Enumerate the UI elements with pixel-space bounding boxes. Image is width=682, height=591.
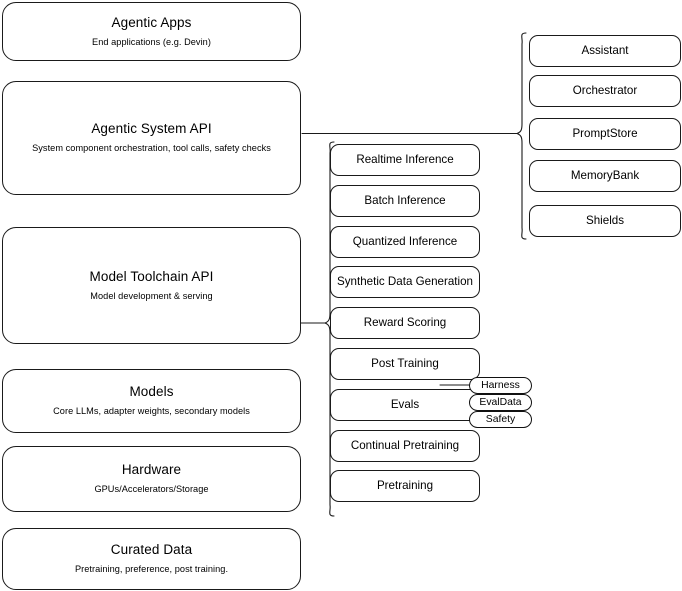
layer-subtitle: Core LLMs, adapter weights, secondary mo…: [53, 406, 250, 417]
layer-title: Models: [129, 384, 174, 400]
brace-system-components: [516, 32, 527, 240]
capability-label: Batch Inference: [364, 193, 446, 207]
layer-title: Agentic System API: [91, 121, 212, 137]
layer-agentic-apps[interactable]: Agentic Apps End applications (e.g. Devi…: [2, 2, 301, 61]
evals-subcomponent-evaldata[interactable]: EvalData: [469, 394, 532, 411]
system-component-label: Shields: [585, 213, 625, 227]
system-component-label: Assistant: [581, 43, 629, 57]
capability-label: Continual Pretraining: [350, 438, 460, 452]
capability-quantized-inference[interactable]: Quantized Inference: [330, 226, 480, 258]
capability-label: Realtime Inference: [356, 152, 454, 166]
capability-reward-scoring[interactable]: Reward Scoring: [330, 307, 480, 339]
capability-continual-pretraining[interactable]: Continual Pretraining: [330, 430, 480, 462]
layer-subtitle: System component orchestration, tool cal…: [32, 143, 271, 154]
capability-pretraining[interactable]: Pretraining: [330, 470, 480, 502]
capability-synthetic-data-generation[interactable]: Synthetic Data Generation: [330, 266, 480, 298]
capability-label: Pretraining: [376, 478, 434, 492]
layer-title: Agentic Apps: [111, 14, 192, 30]
layer-title: Curated Data: [110, 542, 193, 558]
capability-realtime-inference[interactable]: Realtime Inference: [330, 144, 480, 176]
layer-subtitle: Model development & serving: [90, 290, 213, 301]
capability-post-training[interactable]: Post Training: [330, 348, 480, 380]
evals-subcomponent-label: Safety: [485, 414, 516, 425]
system-component-orchestrator[interactable]: Orchestrator: [529, 75, 681, 107]
layer-subtitle: End applications (e.g. Devin): [92, 36, 211, 47]
evals-subcomponent-safety[interactable]: Safety: [469, 411, 532, 428]
capability-label: Reward Scoring: [363, 315, 447, 329]
layer-agentic-system-api[interactable]: Agentic System API System component orch…: [2, 81, 301, 195]
layer-subtitle: GPUs/Accelerators/Storage: [94, 484, 209, 495]
capability-label: Post Training: [371, 356, 439, 370]
system-component-assistant[interactable]: Assistant: [529, 35, 681, 67]
evals-subcomponent-label: EvalData: [479, 397, 522, 408]
capability-label: Quantized Inference: [352, 234, 458, 248]
system-component-label: MemoryBank: [570, 168, 640, 182]
layer-hardware[interactable]: Hardware GPUs/Accelerators/Storage: [2, 446, 301, 512]
system-component-memorybank[interactable]: MemoryBank: [529, 160, 681, 192]
layer-models[interactable]: Models Core LLMs, adapter weights, secon…: [2, 369, 301, 433]
capability-label: Evals: [390, 397, 420, 411]
capability-batch-inference[interactable]: Batch Inference: [330, 185, 480, 217]
evals-subcomponent-label: Harness: [481, 380, 520, 391]
layer-title: Model Toolchain API: [89, 268, 214, 284]
capability-label: Synthetic Data Generation: [337, 274, 473, 288]
capability-evals[interactable]: Evals: [330, 389, 480, 421]
layer-title: Hardware: [121, 462, 182, 478]
system-component-label: PromptStore: [572, 126, 638, 140]
layer-subtitle: Pretraining, preference, post training.: [74, 564, 229, 575]
evals-subcomponent-harness[interactable]: Harness: [469, 377, 532, 394]
system-component-shields[interactable]: Shields: [529, 205, 681, 237]
system-component-label: Orchestrator: [572, 83, 638, 97]
layer-model-toolchain-api[interactable]: Model Toolchain API Model development & …: [2, 227, 301, 344]
layer-curated-data[interactable]: Curated Data Pretraining, preference, po…: [2, 528, 301, 590]
system-component-promptstore[interactable]: PromptStore: [529, 118, 681, 150]
